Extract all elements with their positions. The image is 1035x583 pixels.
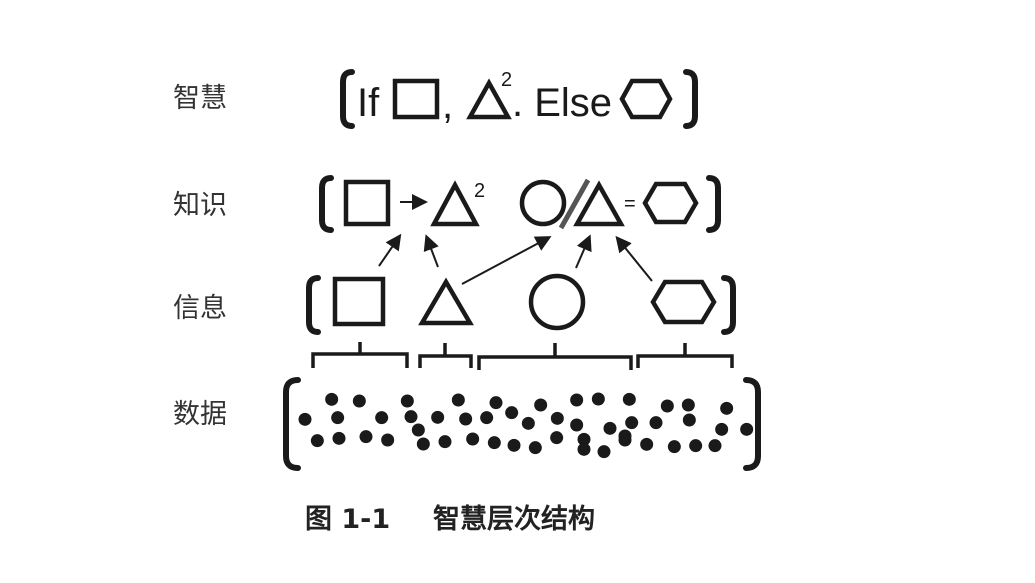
- data-dot: [550, 411, 564, 425]
- label-information: 信息: [173, 293, 227, 324]
- comma-text: ,: [442, 83, 453, 127]
- data-dot: [715, 422, 729, 436]
- grouping-braces: [311, 342, 734, 370]
- right-bracket: [683, 69, 698, 129]
- data-dot: [507, 438, 521, 452]
- data-dot: [528, 441, 542, 455]
- data-dot: [505, 406, 519, 420]
- data-dot: [352, 394, 366, 408]
- data-dot: [682, 413, 696, 427]
- data-dot: [411, 423, 425, 437]
- division-slash: [558, 178, 591, 230]
- data-dot: [404, 410, 418, 424]
- data-dot: [331, 411, 345, 425]
- superscript-2: 2: [474, 180, 485, 202]
- data-dot: [438, 435, 452, 449]
- data-dot: [625, 416, 639, 430]
- data-dot: [400, 394, 414, 408]
- data-dot: [310, 434, 324, 448]
- right-bracket: [743, 377, 761, 471]
- label-wisdom: 智慧: [173, 83, 227, 114]
- data-dot: [689, 439, 703, 453]
- left-bracket: [319, 175, 334, 233]
- derivation-arrows: [378, 233, 653, 285]
- triangle-shape: [573, 180, 625, 227]
- data-dot: [667, 440, 681, 454]
- square-shape: [392, 78, 440, 120]
- arrow-icon: [461, 236, 552, 285]
- data-dot: [597, 445, 611, 459]
- hexagon-shape: [619, 78, 673, 120]
- data-dot: [375, 411, 389, 425]
- label-knowledge: 知识: [173, 190, 227, 221]
- data-dot: [618, 433, 632, 447]
- data-dot: [431, 410, 445, 424]
- data-dot: [591, 392, 605, 406]
- triangle-shape: [430, 180, 480, 227]
- arrow-icon: [575, 234, 592, 269]
- data-dot: [451, 393, 465, 407]
- left-bracket: [340, 69, 355, 129]
- hexagon-shape: [642, 181, 699, 225]
- data-dot: [298, 412, 312, 426]
- label-data: 数据: [173, 399, 227, 430]
- right-bracket: [721, 275, 736, 335]
- data-dot: [325, 392, 339, 406]
- data-dot: [740, 422, 754, 436]
- triangle-shape: [466, 78, 512, 120]
- figure-number: 图 1-1: [305, 504, 390, 535]
- data-dot: [577, 442, 591, 456]
- data-dot: [708, 439, 722, 453]
- square-shape: [332, 276, 386, 327]
- left-bracket: [283, 377, 301, 471]
- data-dot: [332, 431, 346, 445]
- right-bracket: [706, 175, 721, 233]
- knowledge-row: 2 =: [319, 175, 721, 233]
- arrow-icon: [378, 233, 402, 267]
- circle-shape: [528, 273, 586, 331]
- data-dot: [550, 431, 564, 445]
- data-row: [283, 377, 761, 471]
- information-row: [306, 273, 736, 335]
- square-shape: [343, 179, 391, 227]
- else-text: . Else: [512, 81, 612, 125]
- hexagon-shape: [650, 279, 717, 325]
- data-dot: [480, 411, 494, 425]
- data-dot: [570, 393, 584, 407]
- data-dot: [534, 398, 548, 412]
- data-dot: [570, 418, 584, 432]
- data-dot: [416, 437, 430, 451]
- data-dot: [649, 416, 663, 430]
- data-dot: [577, 432, 591, 446]
- left-bracket: [306, 275, 321, 335]
- data-dot: [622, 392, 636, 406]
- arrow-icon: [423, 234, 439, 268]
- arrow-icon: [615, 235, 653, 282]
- data-dot: [459, 412, 473, 426]
- data-dot: [521, 416, 535, 430]
- wisdom-row: If , 2 . Else: [340, 69, 698, 129]
- equals-sign: =: [624, 193, 636, 215]
- circle-shape: [519, 179, 567, 227]
- triangle-shape: [418, 277, 474, 326]
- figure-title: 智慧层次结构: [433, 504, 595, 535]
- brace: [636, 343, 734, 368]
- data-dot: [720, 401, 734, 415]
- data-dot: [660, 399, 674, 413]
- data-dot: [640, 437, 654, 451]
- if-text: If: [357, 81, 380, 125]
- data-dot: [466, 432, 480, 446]
- data-dot: [603, 421, 617, 435]
- data-dot: [681, 398, 695, 412]
- superscript-2: 2: [501, 69, 512, 91]
- data-dot: [359, 430, 373, 444]
- brace: [477, 343, 633, 370]
- data-dot: [487, 436, 501, 450]
- brace: [418, 343, 473, 368]
- data-dot: [489, 396, 503, 410]
- data-dot: [381, 433, 395, 447]
- brace: [311, 342, 409, 368]
